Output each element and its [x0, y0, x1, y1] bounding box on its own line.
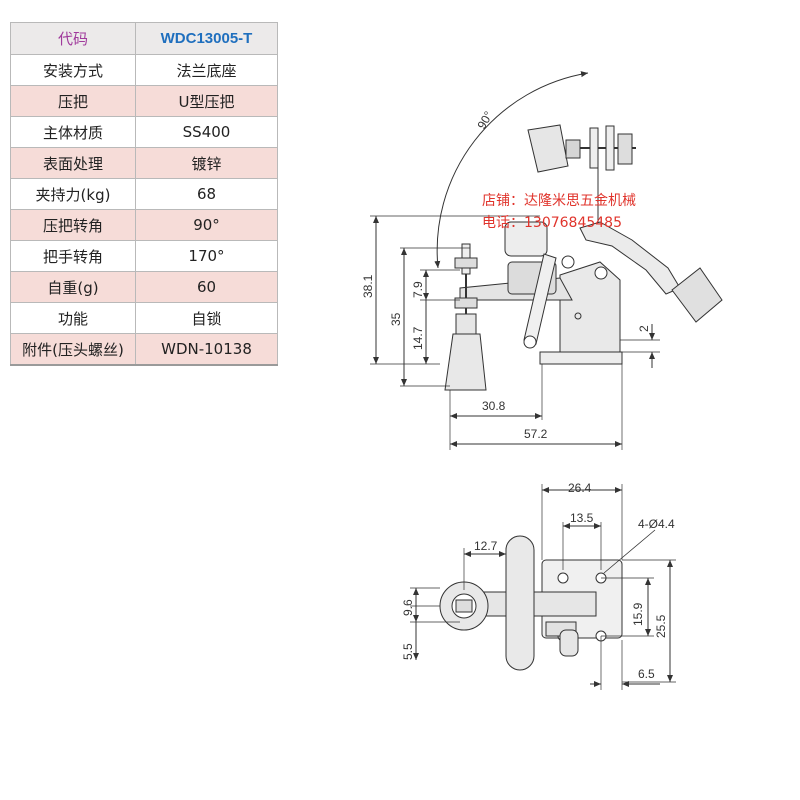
handle-grip [671, 267, 723, 323]
dim-holes: 4-Ø4.4 [638, 517, 675, 531]
top-view [410, 484, 676, 690]
spec-row: 自重(g)60 [10, 271, 278, 303]
top-handle [505, 535, 535, 671]
dim-6-5: 6.5 [638, 667, 655, 681]
side-view [370, 71, 723, 450]
dim-15-9: 15.9 [631, 602, 645, 626]
phone-watermark: 电话：13076845485 [482, 215, 622, 231]
spec-row: 安装方式法兰底座 [10, 54, 278, 86]
spec-value: WDN-10138 [135, 333, 278, 366]
dim-height-35: 35 [389, 312, 403, 326]
spec-value: 68 [135, 178, 278, 210]
spec-header-key: 代码 [10, 22, 136, 55]
dim-30-8: 30.8 [482, 399, 506, 413]
spec-header-row: 代码 WDC13005-T [10, 22, 278, 55]
spec-value: 法兰底座 [135, 54, 278, 86]
rotated-spindle [527, 124, 636, 232]
spec-row: 夹持力(kg)68 [10, 178, 278, 210]
spec-value: U型压把 [135, 85, 278, 117]
spindle [444, 243, 487, 391]
dim-57-2: 57.2 [524, 427, 548, 441]
dim-9-6: 9.6 [401, 599, 415, 616]
dim-7-9: 7.9 [411, 281, 425, 298]
base-plate [539, 351, 623, 365]
spec-key: 附件(压头螺丝) [10, 333, 136, 366]
spec-value: SS400 [135, 116, 278, 148]
shop-watermark: 店铺：达隆米思五金机械 [482, 193, 636, 209]
top-view-labels: 26.4 13.5 4-Ø4.4 12.7 9.6 5.5 15.9 25.5 … [401, 481, 675, 681]
spec-key: 压把 [10, 85, 136, 117]
dim-12-7: 12.7 [474, 539, 498, 553]
dim-26-4: 26.4 [568, 481, 592, 495]
dim-total-height: 38.1 [361, 274, 375, 298]
dim-2: 2 [637, 325, 651, 332]
top-arm [475, 591, 597, 617]
spec-value: 自锁 [135, 302, 278, 334]
clamp-body [559, 261, 621, 353]
spec-value: 60 [135, 271, 278, 303]
spec-key: 表面处理 [10, 147, 136, 179]
dim-14-7: 14.7 [411, 326, 425, 350]
spec-value: 170° [135, 240, 278, 272]
angle-label: 90° [474, 109, 495, 132]
swing-arc [434, 71, 589, 269]
spec-row: 附件(压头螺丝)WDN-10138 [10, 333, 278, 366]
spec-key: 安装方式 [10, 54, 136, 86]
spec-value: 镀锌 [135, 147, 278, 179]
spec-key: 主体材质 [10, 116, 136, 148]
spec-row: 功能自锁 [10, 302, 278, 334]
spec-key: 压把转角 [10, 209, 136, 241]
dim-13-5: 13.5 [570, 511, 594, 525]
spec-key: 夹持力(kg) [10, 178, 136, 210]
dim-25-5: 25.5 [654, 614, 668, 638]
spec-row: 表面处理镀锌 [10, 147, 278, 179]
spec-header-value: WDC13005-T [135, 22, 278, 55]
dim-5-5: 5.5 [401, 643, 415, 660]
